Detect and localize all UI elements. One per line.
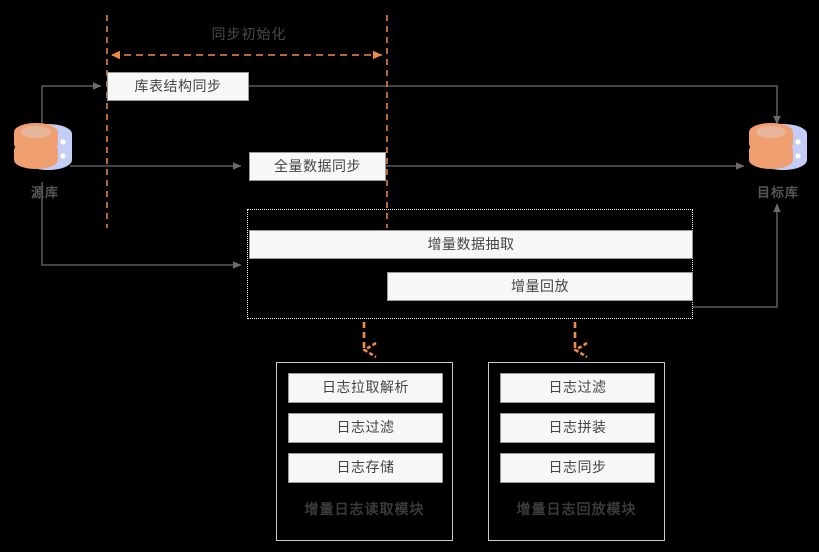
step-log-read-1[interactable]: 日志拉取解析 [288, 373, 443, 403]
step-log-read-3[interactable]: 日志存储 [288, 453, 443, 483]
module-log-replay: 日志过滤 日志拼装 日志同步 增量日志回放模块 [488, 362, 665, 541]
step-log-replay-3[interactable]: 日志同步 [500, 453, 655, 483]
target-database-icon [749, 123, 807, 170]
source-database-icon [14, 123, 72, 170]
step-log-replay-2[interactable]: 日志拼装 [500, 413, 655, 443]
source-database-label: 源库 [30, 186, 59, 201]
connector-source-to-incremental-extract [41, 182, 242, 269]
target-database-label: 目标库 [756, 186, 799, 201]
step-log-replay-1[interactable]: 日志过滤 [500, 373, 655, 403]
connector-schema-sync-to-target [249, 85, 781, 125]
module-log-read: 日志拉取解析 日志过滤 日志存储 增量日志读取模块 [276, 362, 453, 541]
connector-replay-to-target [693, 203, 781, 308]
stage-full-data-sync[interactable]: 全量数据同步 [249, 152, 386, 181]
module-log-read-title: 增量日志读取模块 [304, 502, 425, 518]
sync-init-label: 同步初始化 [211, 27, 287, 43]
stage-incremental-replay[interactable]: 增量回放 [387, 272, 693, 301]
module-log-replay-title: 增量日志回放模块 [516, 502, 637, 518]
stage-incremental-extract[interactable]: 增量数据抽取 [249, 230, 693, 259]
stage-schema-sync[interactable]: 库表结构同步 [107, 72, 249, 101]
incremental-stage-container [247, 209, 693, 319]
step-log-read-2[interactable]: 日志过滤 [288, 413, 443, 443]
